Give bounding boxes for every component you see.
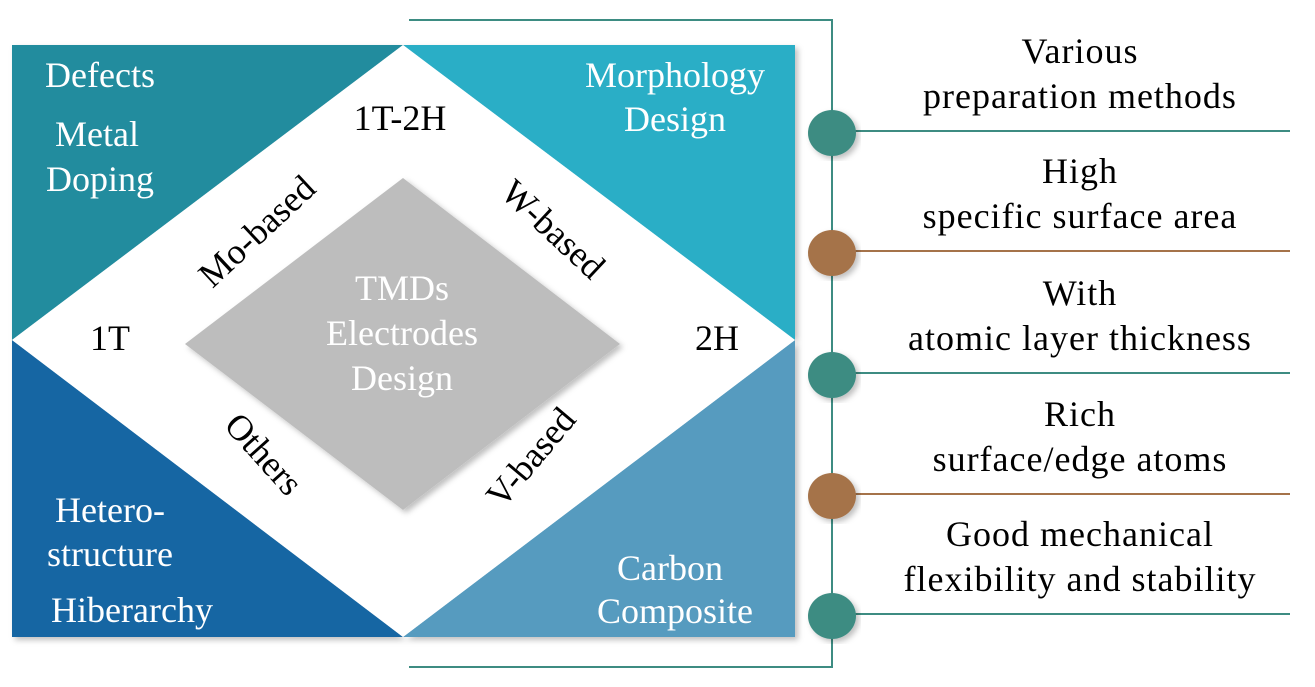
feature-text: Good mechanical xyxy=(946,514,1214,554)
quadrant-text: Morphology xyxy=(585,55,765,95)
feature-bullet-dot xyxy=(808,110,856,156)
quadrant-text: Composite xyxy=(597,591,753,631)
feature-item: Various preparation methods xyxy=(808,31,1290,156)
feature-item: Rich surface/edge atoms xyxy=(808,394,1290,519)
quadrant-text: Doping xyxy=(46,159,154,199)
feature-item: With atomic layer thickness xyxy=(808,273,1290,398)
center-text: Electrodes xyxy=(326,313,478,353)
bracket-line xyxy=(409,19,833,668)
feature-text: Rich xyxy=(1044,394,1116,434)
feature-text: Various xyxy=(1022,31,1139,71)
feature-bullet-dot xyxy=(808,230,856,276)
feature-text: High xyxy=(1042,151,1118,191)
feature-text: flexibility and stability xyxy=(904,559,1257,599)
feature-text: surface/edge atoms xyxy=(933,439,1228,479)
quadrant-text: Carbon xyxy=(617,548,723,588)
phase-label-1t: 1T xyxy=(90,318,130,358)
feature-text: With xyxy=(1043,273,1118,313)
feature-bullet-dot xyxy=(808,593,856,639)
phase-label-2h: 2H xyxy=(695,318,739,358)
feature-item: Good mechanical flexibility and stability xyxy=(808,514,1290,639)
quadrant-text: Metal xyxy=(55,114,139,154)
phase-label-1t-2h: 1T-2H xyxy=(354,98,447,138)
center-text: Design xyxy=(351,358,453,398)
center-text: TMDs xyxy=(355,268,449,308)
quadrant-text: structure xyxy=(47,534,173,574)
center-diamond xyxy=(185,178,620,510)
feature-bullet-dot xyxy=(808,473,856,519)
feature-item: High specific surface area xyxy=(808,151,1290,276)
quadrant-text: Defects xyxy=(45,55,155,95)
quadrant-text: Hiberarchy xyxy=(51,590,213,630)
quadrant-text: Hetero- xyxy=(55,490,165,530)
feature-text: preparation methods xyxy=(923,76,1237,116)
feature-text: specific surface area xyxy=(923,196,1238,236)
feature-text: atomic layer thickness xyxy=(908,318,1252,358)
feature-bullet-dot xyxy=(808,352,856,398)
quadrant-text: Design xyxy=(624,99,726,139)
